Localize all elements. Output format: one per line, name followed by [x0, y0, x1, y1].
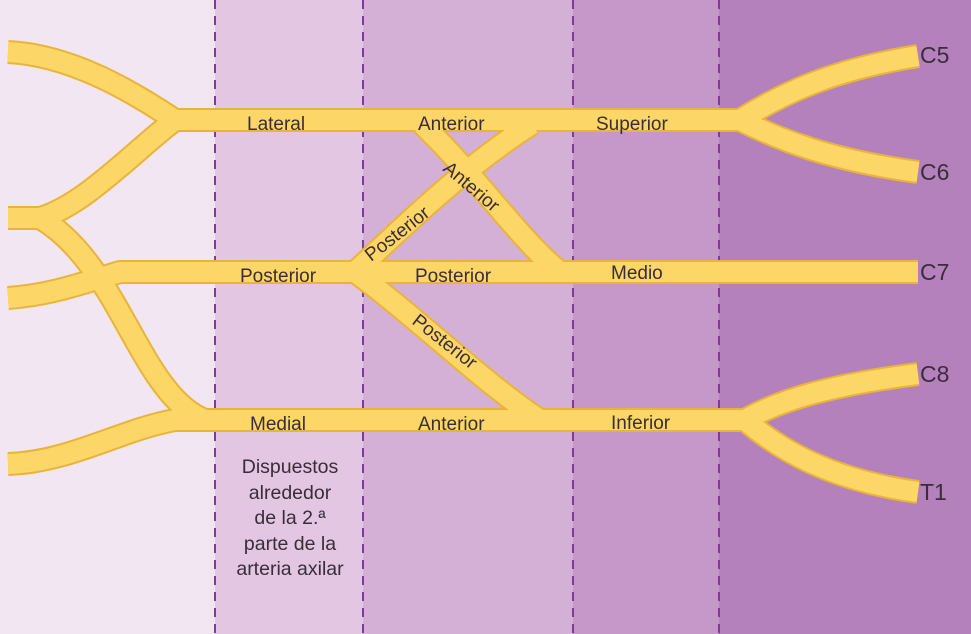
note-line: Dispuestos [241, 456, 339, 478]
root-t1-nerve [738, 412, 920, 502]
band-cords [215, 0, 363, 634]
note-line: alrededor [248, 481, 332, 504]
root-c6-nerve [735, 111, 920, 182]
trunk-label-superior: Superior [596, 114, 668, 135]
root-label-c6: C6 [920, 159, 949, 185]
posterior-division-up-nerve [348, 115, 538, 280]
lateral-branch-upper-nerve [7, 42, 181, 129]
root-c5-nerve [734, 46, 920, 129]
root-label-c5: C5 [920, 42, 949, 68]
root-label-c7: C7 [920, 259, 949, 285]
division-label-posterior-mid: Posterior [415, 266, 492, 287]
division-label-anterior-top: Anterior [418, 114, 485, 135]
anterior-division-cross-nerve [415, 116, 567, 280]
note-line: arteria axilar [236, 558, 344, 580]
band-terminal-branches [0, 0, 215, 634]
root-label-t1: T1 [920, 479, 947, 505]
band-roots [719, 0, 971, 634]
trunk-label-inferior: Inferior [611, 413, 671, 434]
cord-label-lateral: Lateral [247, 114, 305, 135]
dividers [214, 0, 720, 634]
root-label-c8: C8 [920, 361, 949, 387]
trunk-label-middle: Medio [611, 263, 663, 284]
note-line: parte de la [243, 532, 337, 555]
cord-label-posterior: Posterior [240, 266, 317, 287]
posterior-division-down-nerve [349, 263, 546, 429]
cords-position-note: Dispuestos alrededor de la 2.ª parte de … [218, 455, 362, 583]
cord-label-medial: Medial [250, 414, 306, 435]
middle-trunk-posterior-cord-nerve [7, 262, 918, 308]
lateral-root-median-nerve [36, 112, 182, 228]
band-trunks [573, 0, 719, 634]
inferior-trunk-medial-cord-nerve [7, 410, 745, 474]
root-c8-nerve [740, 364, 920, 429]
note-line: de la 2.ª [254, 507, 326, 529]
division-label-anterior-bottom: Anterior [418, 414, 485, 435]
medial-root-median-nerve [34, 209, 210, 430]
